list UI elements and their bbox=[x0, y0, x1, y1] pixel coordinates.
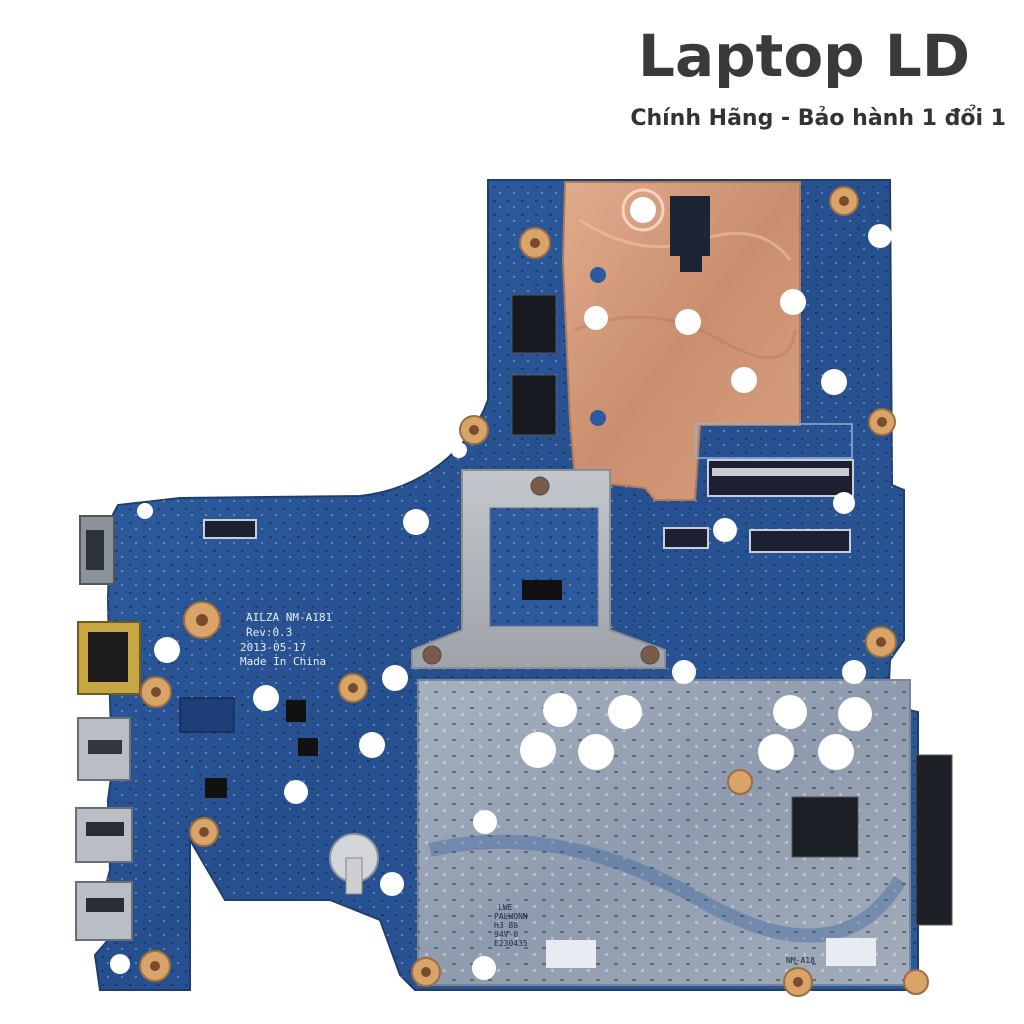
copper-heat-spreader bbox=[561, 181, 801, 501]
vendor-line-1: PALWONN bbox=[494, 912, 528, 921]
brand-title: Laptop LD bbox=[638, 22, 970, 90]
board-model-label: AILZA NM-A181 bbox=[246, 611, 332, 624]
board-revision-label: Rev:0.3 bbox=[246, 626, 292, 639]
brand-tagline: Chính Hãng - Bảo hành 1 đổi 1 bbox=[630, 106, 1006, 131]
vendor-line-2: H3 88 bbox=[494, 921, 518, 930]
vendor-badge: LWE bbox=[498, 903, 513, 912]
vendor-line-3: 94V-0 bbox=[494, 930, 518, 939]
shield-mark: NM-A18 bbox=[786, 956, 815, 965]
vendor-line-4: E230435 bbox=[494, 939, 528, 948]
board-date-label: 2013-05-17 bbox=[240, 641, 306, 654]
board-origin-label: Made In China bbox=[240, 655, 326, 668]
